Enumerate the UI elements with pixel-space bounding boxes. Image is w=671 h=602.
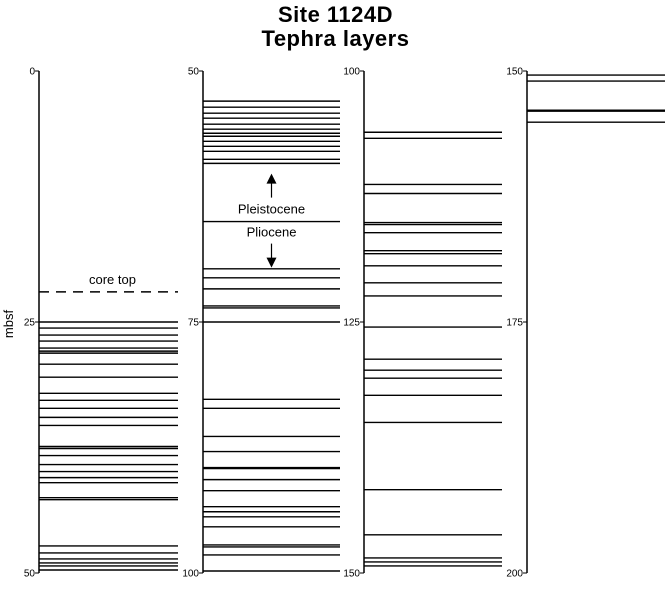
core-top-label: core top <box>89 272 136 287</box>
depth-tick-label: 25 <box>24 318 36 329</box>
depth-column-1: 0 25 50 <box>24 67 178 580</box>
depth-column-4: 150 175 200 <box>506 67 665 580</box>
down-arrow-icon <box>266 257 277 268</box>
depth-tick-label: 175 <box>506 318 523 329</box>
epoch-arrows <box>266 173 277 268</box>
depth-tick-label: 150 <box>506 67 523 78</box>
up-arrow-icon <box>266 173 277 184</box>
pliocene-label: Pliocene <box>247 225 297 240</box>
chart-title-line-1: Site 1124D <box>277 2 394 27</box>
depth-tick-label: 100 <box>182 569 199 580</box>
y-axis-label: mbsf <box>1 310 16 339</box>
depth-tick-label: 0 <box>29 67 35 78</box>
chart-title-line-2: Tephra layers <box>261 26 410 51</box>
depth-tick-label: 150 <box>343 569 360 580</box>
pleistocene-label: Pleistocene <box>238 202 305 217</box>
depth-columns: 0 25 50 50 75 100 100 125 150 150 175 200 <box>24 67 665 580</box>
depth-column-2: 50 75 100 <box>182 67 340 580</box>
depth-column-3: 100 125 150 <box>343 67 502 580</box>
depth-tick-label: 100 <box>343 67 360 78</box>
depth-tick-label: 75 <box>188 318 200 329</box>
depth-tick-label: 50 <box>188 67 200 78</box>
depth-tick-label: 200 <box>506 569 523 580</box>
depth-tick-label: 125 <box>343 318 360 329</box>
depth-tick-label: 50 <box>24 569 36 580</box>
